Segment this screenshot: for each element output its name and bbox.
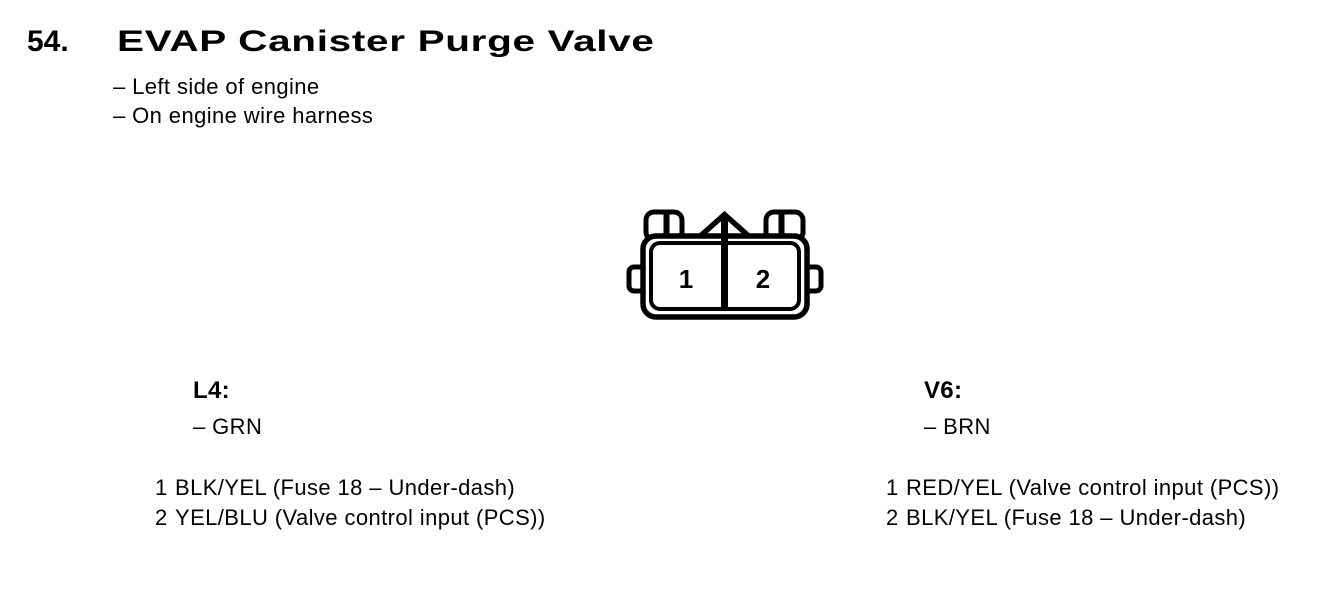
page-title: EVAP Canister Purge Valve <box>117 25 655 58</box>
pin-description: RED/YEL (Valve control input (PCS)) <box>906 475 1280 500</box>
variant-l4-wire-color: – GRN <box>193 414 263 439</box>
connector-diagram: 1 2 <box>626 209 824 320</box>
variant-l4-pinout: 1 BLK/YEL (Fuse 18 – Under-dash) 2 YEL/B… <box>155 473 546 533</box>
variant-l4-name: L4: <box>193 377 230 404</box>
pin-number: 1 <box>886 475 899 500</box>
location-note-2: – On engine wire harness <box>113 103 374 128</box>
variant-v6-wire-color: – BRN <box>924 414 991 439</box>
pinout-row: 2 BLK/YEL (Fuse 18 – Under-dash) <box>886 503 1279 533</box>
pin-number: 2 <box>886 505 899 530</box>
pinout-row: 1 RED/YEL (Valve control input (PCS)) <box>886 473 1279 503</box>
pin-description: YEL/BLU (Valve control input (PCS)) <box>175 505 546 530</box>
variant-v6-name: V6: <box>924 377 963 404</box>
pinout-row: 2 YEL/BLU (Valve control input (PCS)) <box>155 503 546 533</box>
section-header: 54. EVAP Canister Purge Valve <box>27 24 654 60</box>
pin-description: BLK/YEL (Fuse 18 – Under-dash) <box>906 505 1247 530</box>
pin-number: 2 <box>155 505 168 530</box>
location-note-1: – Left side of engine <box>113 74 320 99</box>
variant-v6-pinout: 1 RED/YEL (Valve control input (PCS)) 2 … <box>886 473 1279 533</box>
pin-description: BLK/YEL (Fuse 18 – Under-dash) <box>175 475 516 500</box>
variant-l4: L4: – GRN 1 BLK/YEL (Fuse 18 – Under-das… <box>155 376 546 533</box>
connector-pin-1-label: 1 <box>679 264 693 294</box>
section-number: 54. <box>27 25 69 58</box>
pin-number: 1 <box>155 475 168 500</box>
connector-pin-2-label: 2 <box>756 264 770 294</box>
pinout-row: 1 BLK/YEL (Fuse 18 – Under-dash) <box>155 473 546 503</box>
location-notes: – Left side of engine – On engine wire h… <box>113 72 373 130</box>
variant-v6: V6: – BRN 1 RED/YEL (Valve control input… <box>886 376 1279 533</box>
